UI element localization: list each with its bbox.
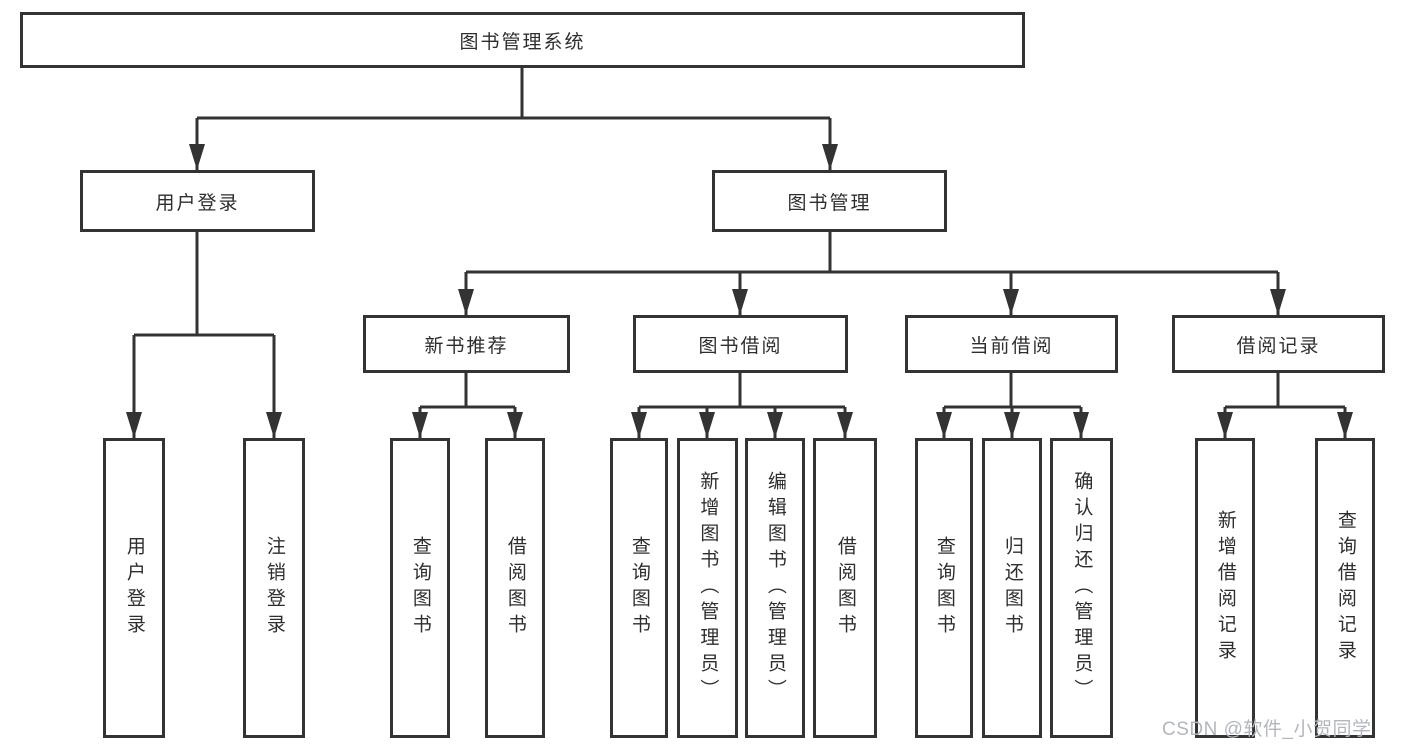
arrow-down-icon xyxy=(1073,412,1089,438)
arrow-down-icon xyxy=(1217,412,1233,438)
node-label: 新增图书（管理员） xyxy=(697,471,719,705)
arrow-down-icon xyxy=(837,412,853,438)
node-leaf-borrowing-edit-books-admin: 编辑图书（管理员） xyxy=(745,438,805,738)
node-new-book-recommend: 新书推荐 xyxy=(363,315,570,373)
node-label: 新书推荐 xyxy=(424,335,509,357)
connector-root-to-level2 xyxy=(195,68,832,170)
arrowheads xyxy=(126,144,1353,438)
arrow-down-icon xyxy=(1004,412,1020,438)
node-label: 新增借阅记录 xyxy=(1214,510,1236,666)
node-leaf-recommend-borrow-books: 借阅图书 xyxy=(485,438,545,738)
arrow-down-icon xyxy=(1003,289,1019,315)
node-leaf-borrowing-query-books: 查询图书 xyxy=(610,438,668,738)
node-label: 借阅记录 xyxy=(1236,335,1321,357)
node-label: 当前借阅 xyxy=(969,335,1054,357)
node-label: 归还图书 xyxy=(1001,536,1023,640)
connector-borrow-records-children xyxy=(1223,373,1347,438)
node-label: 查询图书 xyxy=(628,536,650,640)
connector-user-login-children xyxy=(132,232,276,438)
arrow-down-icon xyxy=(266,412,282,438)
node-label: 图书借阅 xyxy=(698,335,783,357)
arrow-down-icon xyxy=(126,412,142,438)
node-current-borrowing: 当前借阅 xyxy=(905,315,1118,373)
node-leaf-records-query-record: 查询借阅记录 xyxy=(1315,438,1375,738)
node-leaf-user-login: 用户登录 xyxy=(103,438,165,738)
arrow-down-icon xyxy=(1270,289,1286,315)
connector-new-book-children xyxy=(418,373,517,438)
arrow-down-icon xyxy=(732,289,748,315)
arrow-down-icon xyxy=(458,289,474,315)
node-book-borrowing: 图书借阅 xyxy=(633,315,848,373)
node-leaf-current-return-books: 归还图书 xyxy=(982,438,1042,738)
node-label: 借阅图书 xyxy=(834,536,856,640)
node-leaf-borrowing-borrow-books: 借阅图书 xyxy=(813,438,877,738)
node-label: 注销登录 xyxy=(263,536,285,640)
node-library-system-root: 图书管理系统 xyxy=(20,12,1025,68)
csdn-watermark: CSDN @软件_小贺同学 xyxy=(1162,719,1372,740)
arrow-down-icon xyxy=(631,412,647,438)
arrow-down-icon xyxy=(412,412,428,438)
node-label: 编辑图书（管理员） xyxy=(764,471,786,705)
node-label: 查询图书 xyxy=(409,536,431,640)
connector-book-management-children xyxy=(464,232,1280,315)
arrow-down-icon xyxy=(507,412,523,438)
node-label: 查询图书 xyxy=(933,536,955,640)
node-label: 图书管理系统 xyxy=(459,31,586,53)
node-user-login: 用户登录 xyxy=(80,170,315,232)
node-leaf-borrowing-add-books-admin: 新增图书（管理员） xyxy=(677,438,738,738)
arrow-down-icon xyxy=(1337,412,1353,438)
arrow-down-icon xyxy=(699,412,715,438)
arrow-down-icon xyxy=(822,144,838,170)
node-leaf-records-add-record: 新增借阅记录 xyxy=(1195,438,1255,738)
node-label: 用户登录 xyxy=(155,192,240,214)
arrow-down-icon xyxy=(936,412,952,438)
arrow-down-icon xyxy=(767,412,783,438)
arrow-down-icon xyxy=(189,144,205,170)
node-borrowing-records: 借阅记录 xyxy=(1172,315,1385,373)
node-label: 借阅图书 xyxy=(504,536,526,640)
node-leaf-current-query-books: 查询图书 xyxy=(915,438,973,738)
connector-book-borrow-children xyxy=(637,373,847,438)
node-label: 用户登录 xyxy=(123,536,145,640)
node-leaf-logout: 注销登录 xyxy=(243,438,305,738)
node-label: 查询借阅记录 xyxy=(1334,510,1356,666)
node-label: 确认归还（管理员） xyxy=(1071,471,1093,705)
node-book-management: 图书管理 xyxy=(712,170,947,232)
node-label: 图书管理 xyxy=(787,192,872,214)
node-leaf-current-confirm-return-admin: 确认归还（管理员） xyxy=(1050,438,1113,738)
node-leaf-recommend-query-books: 查询图书 xyxy=(390,438,450,738)
